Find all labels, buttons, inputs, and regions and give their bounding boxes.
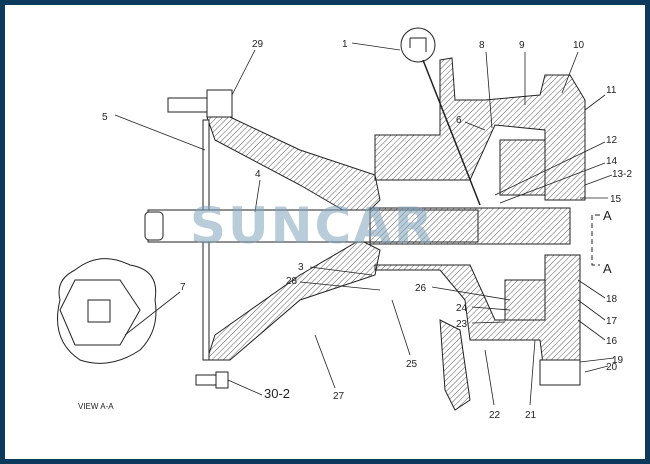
callout-27: 27: [333, 391, 345, 402]
callout-9: 9: [519, 40, 525, 51]
callout-4: 4: [255, 169, 261, 180]
callout-24: 24: [456, 303, 468, 314]
callout-17: 17: [606, 316, 618, 327]
callout-25: 25: [406, 359, 418, 370]
final-drive-diagram: 1 29 8 9 10 11 5 6 12 14 13-2 15 4 3 28 …: [57, 27, 632, 421]
callout-labels: 1 29 8 9 10 11 5 6 12 14 13-2 15 4 3 28 …: [78, 39, 632, 421]
callout-21: 21: [525, 410, 537, 421]
view-a-a-label: VIEW A-A: [78, 402, 114, 411]
callout-19: 19: [612, 355, 624, 366]
section-marker-bottom: A: [603, 261, 612, 276]
callout-6: 6: [456, 115, 462, 126]
callout-20: 20: [606, 362, 618, 373]
callout-3: 3: [298, 262, 304, 273]
callout-18: 18: [606, 294, 618, 305]
callout-22: 22: [489, 410, 501, 421]
housing-drawing: [57, 27, 600, 411]
callout-30-2: 30-2: [264, 386, 290, 401]
callout-23: 23: [456, 319, 468, 330]
callout-15: 15: [610, 194, 622, 205]
callout-26: 26: [415, 283, 427, 294]
callout-1: 1: [342, 39, 348, 50]
callout-8: 8: [479, 40, 485, 51]
section-marker-top: A: [603, 208, 612, 223]
callout-12: 12: [606, 135, 618, 146]
diagram-frame: 1 29 8 9 10 11 5 6 12 14 13-2 15 4 3 28 …: [5, 5, 645, 459]
leader-lines: [114, 42, 615, 406]
callout-13-2: 13-2: [612, 169, 632, 180]
callout-14: 14: [606, 156, 618, 167]
watermark: SUNCAR: [190, 197, 434, 255]
callout-5: 5: [102, 112, 108, 123]
callout-11: 11: [606, 85, 617, 96]
callout-28: 28: [286, 276, 298, 287]
callout-16: 16: [606, 336, 618, 347]
callout-7: 7: [180, 282, 186, 293]
callout-10: 10: [573, 40, 585, 51]
callout-29: 29: [252, 39, 264, 50]
